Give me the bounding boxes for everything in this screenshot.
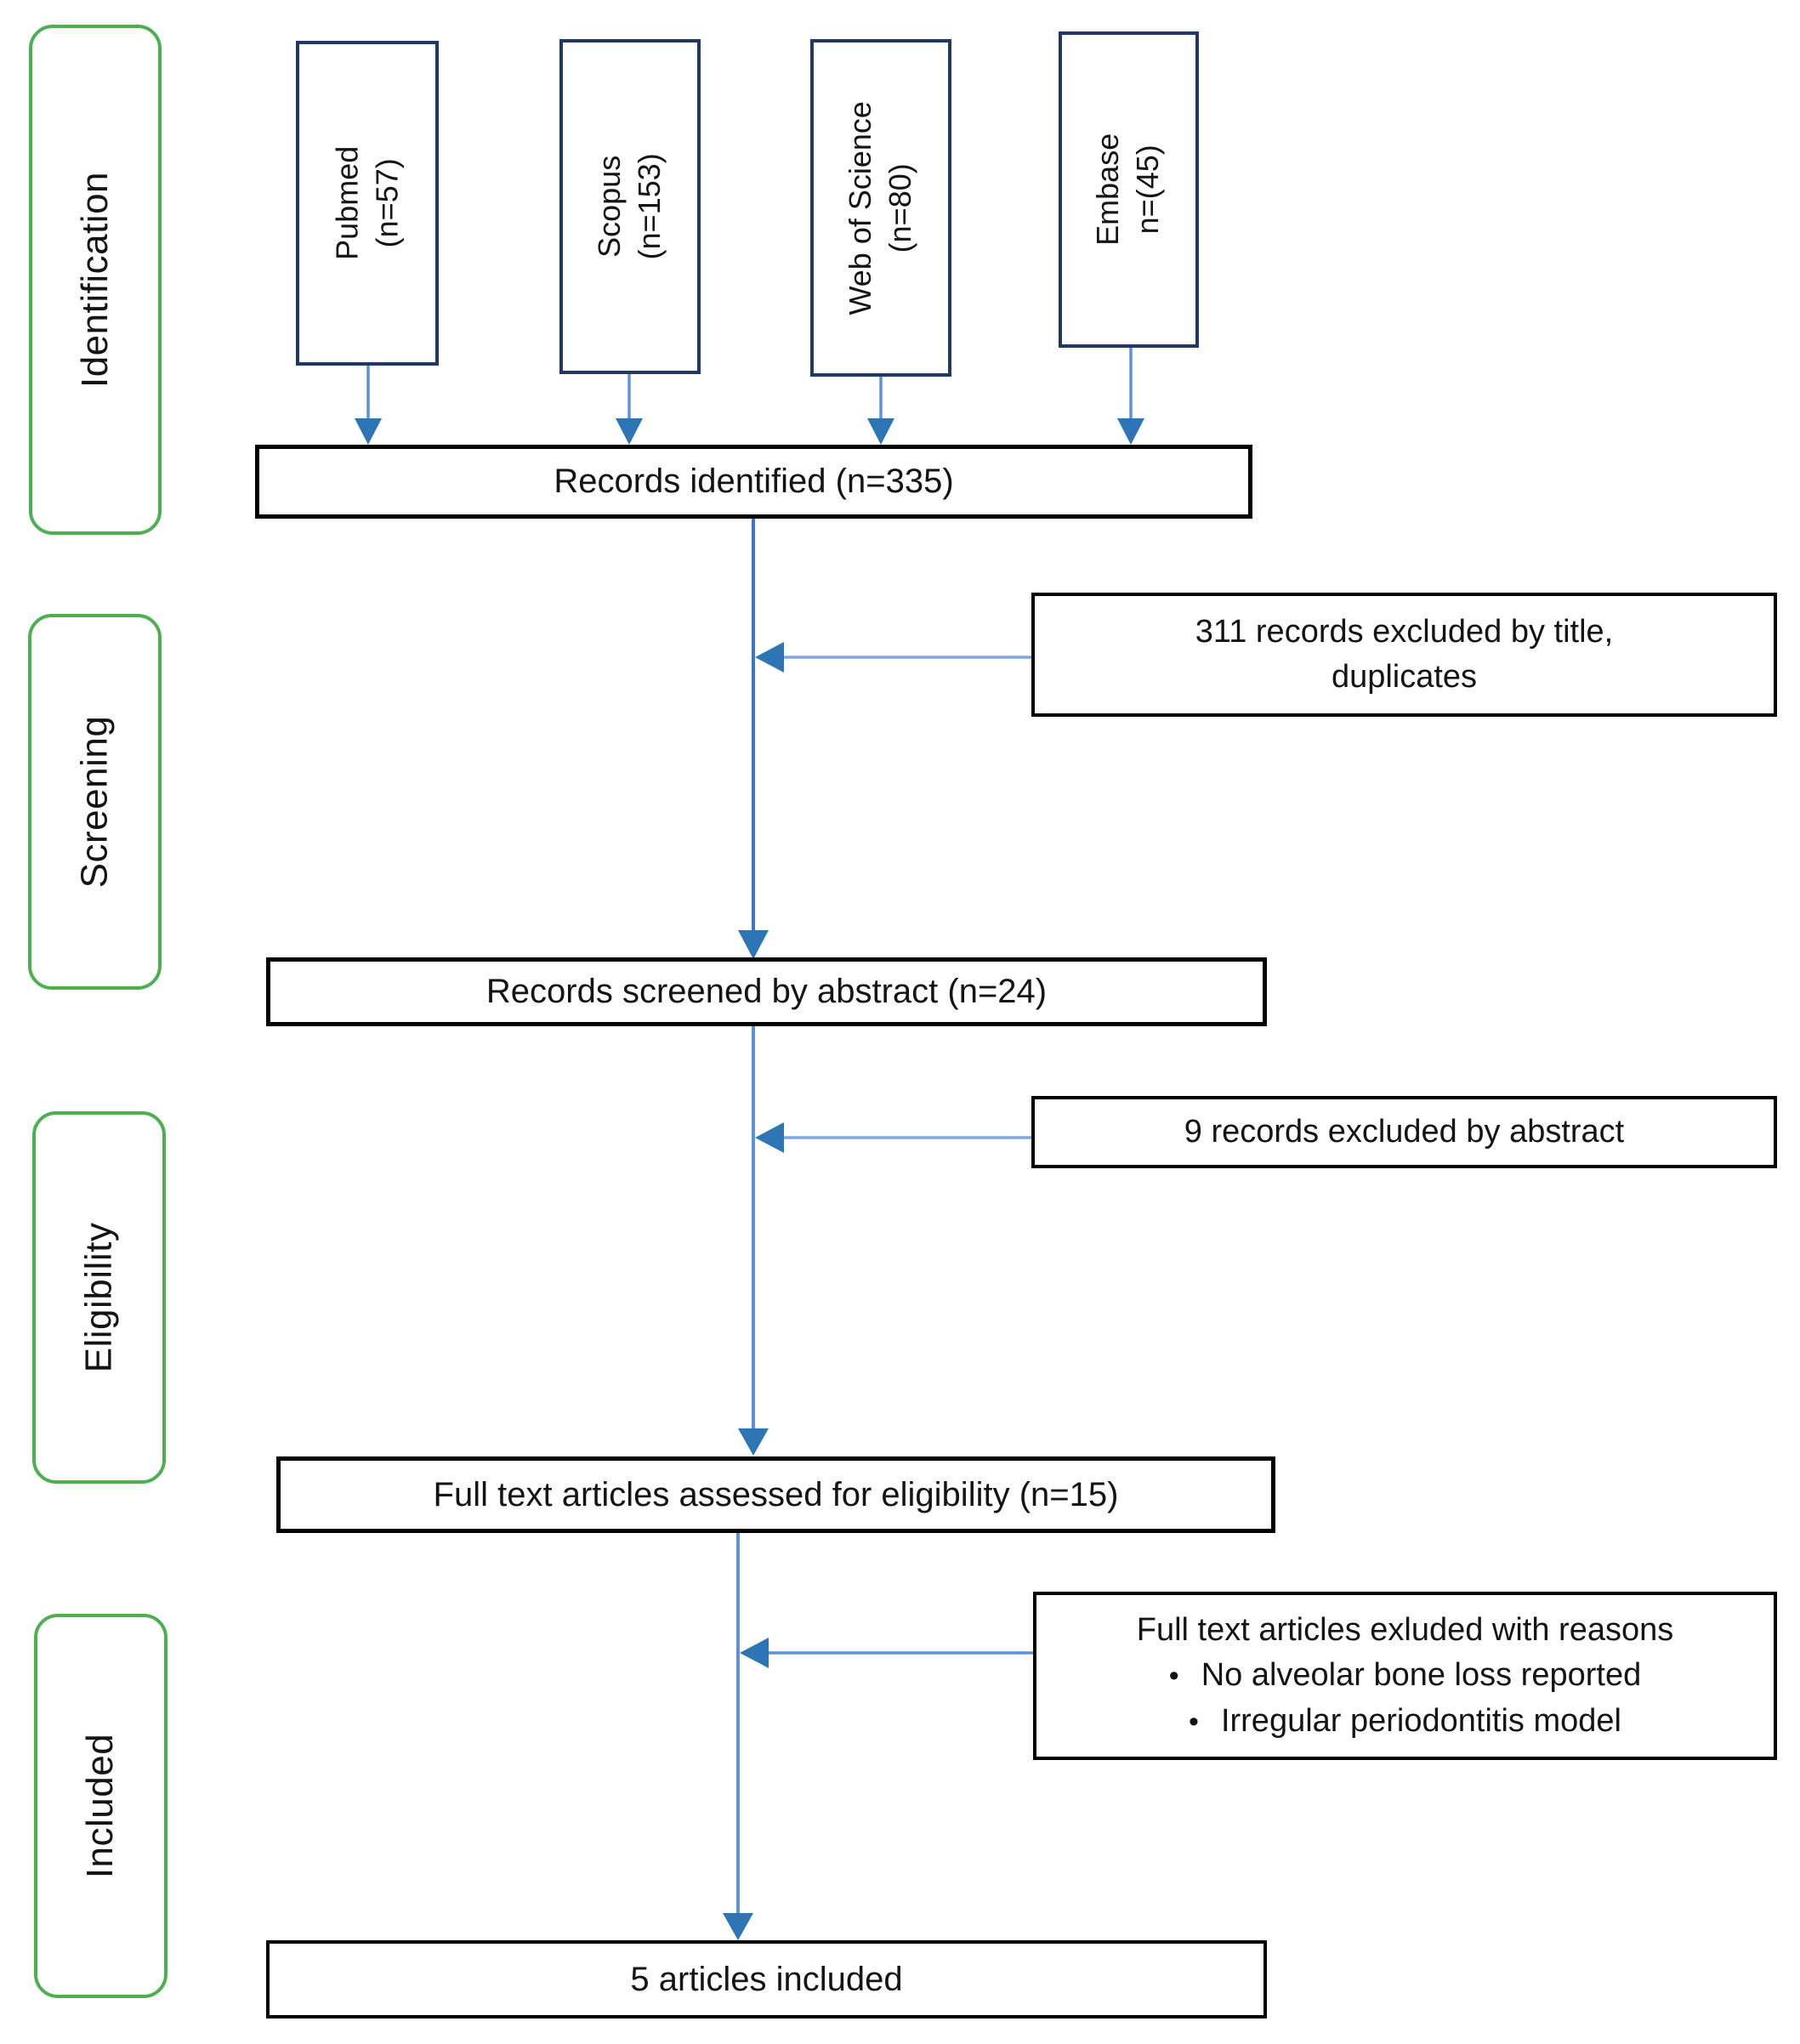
source-webofscience-label: Web of Science (n=80) <box>843 100 918 315</box>
arrow-excluded-fulltext <box>740 1638 1033 1668</box>
arrow-fulltext-to-included <box>723 1533 753 1940</box>
articles-included-text: 5 articles included <box>630 1960 903 1998</box>
stage-identification-label: Identification <box>74 171 116 389</box>
arrow-screened-to-fulltext <box>738 1026 769 1456</box>
excluded-by-title-line2: duplicates <box>1331 659 1478 695</box>
fulltext-assessed-text: Full text articles assessed for eligibil… <box>433 1475 1119 1513</box>
stage-eligibility-label: Eligibility <box>77 1222 120 1373</box>
fulltext-excluded-title: Full text articles exluded with reasons <box>1136 1612 1674 1649</box>
arrow-webofscience-to-records <box>867 377 894 445</box>
stage-screening: Screening <box>28 614 162 990</box>
fulltext-assessed-box: Full text articles assessed for eligibil… <box>276 1456 1275 1533</box>
excluded-by-abstract-text: 9 records excluded by abstract <box>1184 1113 1625 1150</box>
records-identified-text: Records identified (n=335) <box>554 463 954 500</box>
stage-screening-label: Screening <box>73 715 116 889</box>
source-box-embase: Embase n=(45) <box>1059 31 1199 348</box>
stage-identification: Identification <box>29 25 162 535</box>
bullet-icon: • <box>1168 1660 1179 1693</box>
articles-included-box: 5 articles included <box>266 1940 1267 2018</box>
excluded-by-abstract-box: 9 records excluded by abstract <box>1031 1096 1777 1168</box>
stage-eligibility: Eligibility <box>32 1111 166 1484</box>
arrow-excluded-title <box>755 642 1031 673</box>
excluded-by-title-line1: 311 records excluded by title, <box>1195 613 1614 650</box>
stage-included-label: Included <box>79 1733 122 1879</box>
bullet-icon: • <box>1189 1705 1199 1738</box>
fulltext-excluded-box: Full text articles exluded with reasons … <box>1033 1592 1777 1760</box>
source-box-webofscience: Web of Science (n=80) <box>810 39 951 377</box>
records-identified-box: Records identified (n=335) <box>255 445 1252 519</box>
stage-included: Included <box>34 1614 168 1998</box>
arrow-excluded-abstract <box>755 1122 1031 1153</box>
arrow-embase-to-records <box>1117 348 1144 445</box>
source-box-scopus: Scopus (n=153) <box>559 39 701 374</box>
source-pubmed-label: Pubmed (n=57) <box>329 145 404 261</box>
arrow-scopus-to-records <box>616 374 643 445</box>
arrow-identified-to-screened <box>738 519 769 959</box>
excluded-by-title-box: 311 records excluded by title, duplicate… <box>1031 593 1777 717</box>
arrow-pubmed-to-records <box>355 366 382 445</box>
source-embase-label: Embase n=(45) <box>1090 133 1166 247</box>
records-screened-box: Records screened by abstract (n=24) <box>266 957 1267 1026</box>
source-box-pubmed: Pubmed (n=57) <box>296 41 439 366</box>
fulltext-excluded-reason-1: • No alveolar bone loss reported <box>1169 1653 1641 1698</box>
fulltext-excluded-reason-2: • Irregular periodontitis model <box>1189 1699 1621 1744</box>
records-screened-text: Records screened by abstract (n=24) <box>485 973 1048 1010</box>
source-scopus-label: Scopus (n=153) <box>592 153 667 260</box>
